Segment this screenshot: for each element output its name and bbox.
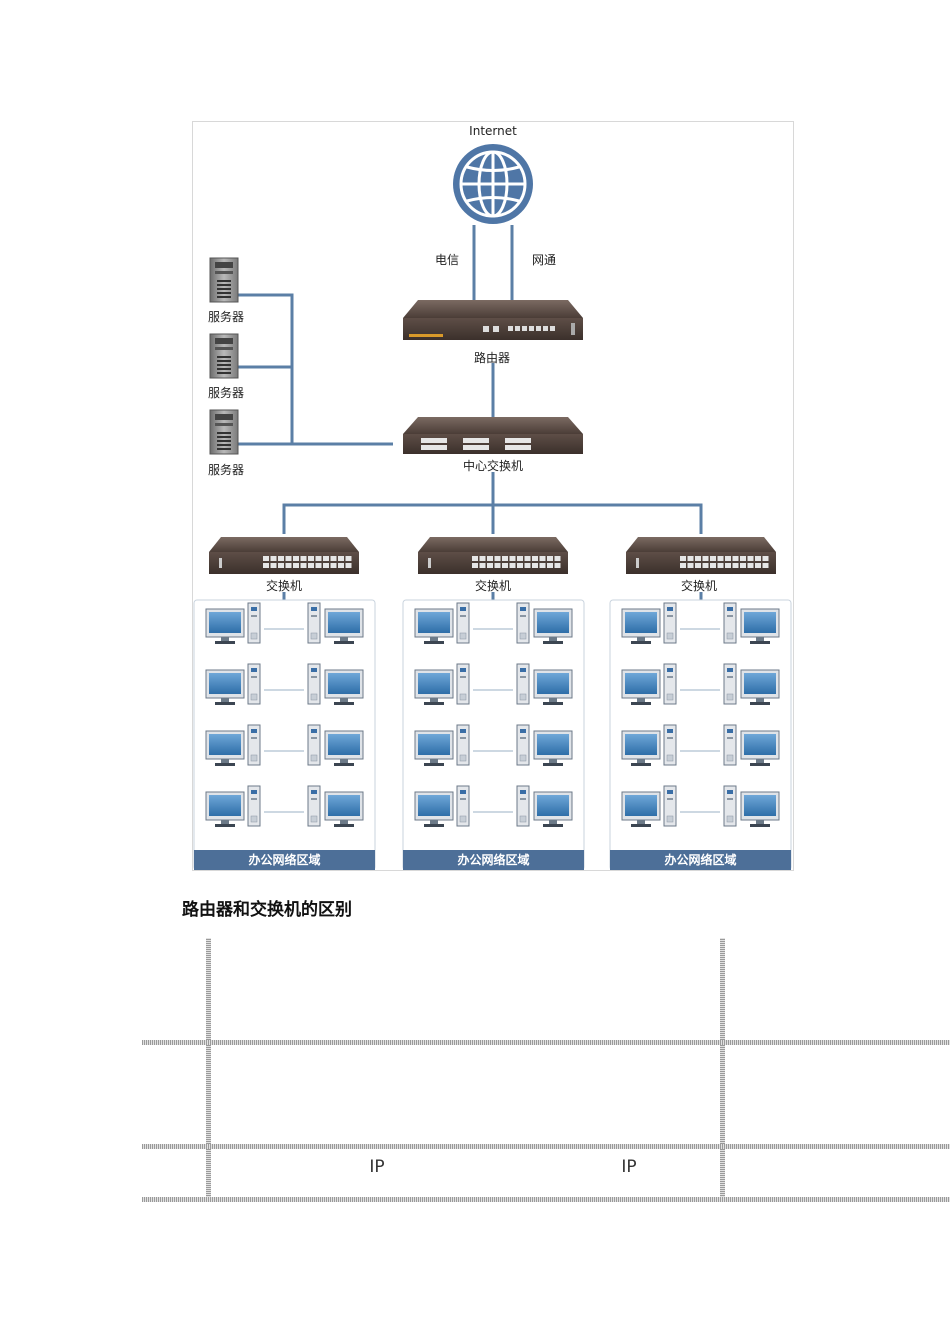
- access-switch-icon: [209, 537, 359, 574]
- workstation-icon: [723, 785, 780, 827]
- router-label: 路由器: [473, 351, 511, 365]
- server-label-2: 服务器: [208, 386, 245, 400]
- network-topology-diagram: Internet 电信 网通 路由器 中心交换机 服务器 服务器 服务器 交换机…: [192, 121, 794, 871]
- internet-globe-icon: [453, 144, 533, 224]
- table-hline-1: [142, 1040, 950, 1045]
- distribution-bar: [282, 503, 703, 534]
- isp-left-label: 电信: [434, 253, 460, 267]
- switch-label-1: 交换机: [265, 579, 303, 593]
- diagram-canvas: [193, 144, 792, 870]
- core-switch-label: 中心交换机: [462, 459, 524, 473]
- workstation-icon: [621, 785, 677, 827]
- office-zones: [193, 599, 792, 870]
- isp-right-label: 网通: [531, 253, 557, 267]
- server-icons: [209, 257, 239, 455]
- workstation-icon: [621, 602, 677, 644]
- workstation-icon: [516, 724, 573, 766]
- workstation-icon: [205, 785, 261, 827]
- table-vline-2: [720, 938, 725, 1200]
- workstation-icon: [414, 663, 470, 705]
- internet-label: Internet: [469, 124, 517, 138]
- access-switch-icon: [418, 537, 568, 574]
- table-hline-3: [142, 1197, 950, 1202]
- zone-caption-2: 办公网络区域: [457, 853, 530, 867]
- workstation-icon: [621, 663, 677, 705]
- workstation-icon: [723, 663, 780, 705]
- office-zone: [402, 599, 585, 870]
- access-switch-icons: [209, 537, 776, 574]
- server-icon: [209, 333, 239, 379]
- workstation-icon: [307, 602, 364, 644]
- table-cell-ip-b: IP: [621, 1157, 637, 1177]
- table-cell-ip-a: IP: [369, 1157, 385, 1177]
- server-bus: [238, 293, 393, 446]
- workstation-icon: [621, 724, 677, 766]
- table-hline-2: [142, 1144, 950, 1149]
- switch-label-2: 交换机: [474, 579, 512, 593]
- workstation-icon: [516, 602, 573, 644]
- section-heading: 路由器和交换机的区别: [182, 900, 352, 920]
- zone-caption-1: 办公网络区域: [248, 853, 321, 867]
- workstation-icon: [723, 602, 780, 644]
- table-vline-1: [206, 938, 211, 1200]
- workstation-icon: [414, 602, 470, 644]
- workstation-icon: [723, 724, 780, 766]
- workstation-icon: [205, 602, 261, 644]
- workstation-icon: [307, 724, 364, 766]
- workstation-icon: [414, 724, 470, 766]
- workstation-icon: [205, 663, 261, 705]
- access-switch-icon: [626, 537, 776, 574]
- workstation-icon: [307, 663, 364, 705]
- zone-caption-3: 办公网络区域: [664, 853, 737, 867]
- server-icon: [209, 257, 239, 303]
- workstation-icon: [414, 785, 470, 827]
- server-label-3: 服务器: [208, 463, 245, 477]
- workstation-icon: [516, 663, 573, 705]
- workstation-icon: [205, 724, 261, 766]
- router-icon: [403, 300, 583, 340]
- office-zone: [609, 599, 792, 870]
- server-label-1: 服务器: [208, 310, 245, 324]
- core-switch-icon: [403, 417, 583, 454]
- workstation-icon: [307, 785, 364, 827]
- switch-label-3: 交换机: [680, 579, 718, 593]
- server-icon: [209, 409, 239, 455]
- workstation-icon: [516, 785, 573, 827]
- office-zone: [193, 599, 376, 870]
